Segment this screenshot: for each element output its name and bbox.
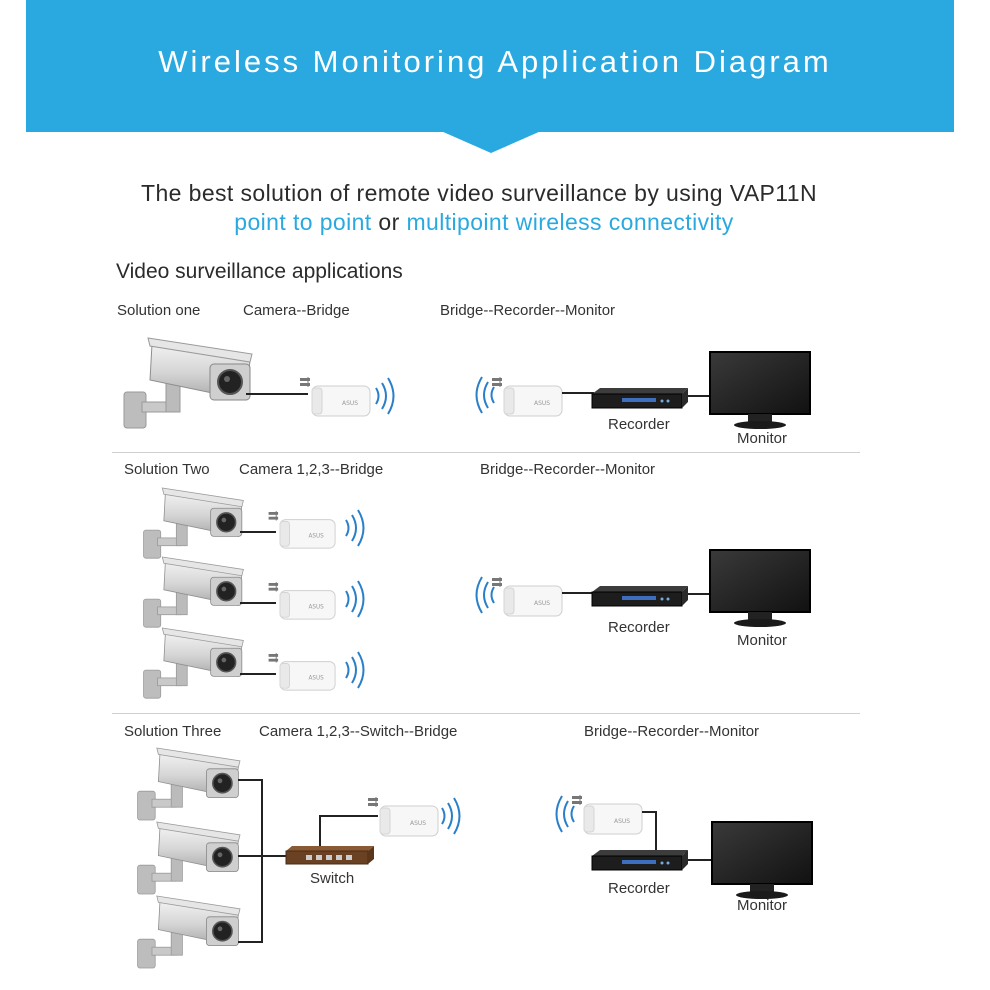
- recorder-label-2: Recorder: [608, 619, 670, 636]
- recorder-icon: [591, 585, 689, 607]
- monitor-icon: [709, 549, 811, 628]
- monitor-label-1: Monitor: [737, 430, 788, 447]
- headline-connector: or: [378, 209, 400, 235]
- switch-label: Switch: [310, 870, 355, 887]
- banner-notch: [441, 131, 541, 153]
- divider-1: [112, 452, 860, 453]
- camera-icon: [136, 747, 241, 821]
- page-title: Wireless Monitoring Application Diagram: [158, 44, 832, 79]
- solution-two-name: Solution Two: [124, 461, 210, 478]
- solution-one-name: Solution one: [117, 302, 201, 319]
- bridge-icon: [571, 794, 643, 835]
- headline-line-1: The best solution of remote video survei…: [141, 180, 817, 206]
- solution-three-right-label: Bridge--Recorder--Monitor: [584, 723, 760, 740]
- wifi-signal-icon: [345, 509, 365, 547]
- wifi-signal-icon: [345, 651, 365, 689]
- camera-icon: [136, 821, 241, 895]
- wifi-signal-icon: [375, 377, 395, 415]
- bridge-icon: [491, 576, 563, 617]
- camera-icon: [136, 895, 241, 969]
- camera-icon: [142, 487, 245, 559]
- headline-highlight-2: multipoint wireless connectivity: [406, 209, 734, 235]
- recorder-label-3: Recorder: [608, 880, 670, 897]
- solution-one-left-label: Camera--Bridge: [243, 302, 350, 319]
- wifi-signal-icon: [475, 576, 495, 614]
- header-banner: [26, 0, 954, 132]
- bridge-icon: [367, 796, 439, 837]
- monitor-icon: [709, 351, 811, 430]
- monitor-icon: [711, 821, 813, 900]
- camera-icon: [142, 556, 245, 628]
- divider-2: [112, 713, 860, 714]
- recorder-icon: [591, 387, 689, 409]
- bridge-icon: [268, 581, 336, 620]
- bridge-icon: [491, 376, 563, 417]
- wifi-signal-icon: [441, 797, 461, 835]
- solution-two-left-label: Camera 1,2,3--Bridge: [239, 461, 384, 478]
- wifi-signal-icon: [345, 580, 365, 618]
- camera-icon: [142, 627, 245, 699]
- recorder-label-1: Recorder: [608, 416, 670, 433]
- solution-three-left-label: Camera 1,2,3--Switch--Bridge: [259, 723, 458, 740]
- solution-two-right-label: Bridge--Recorder--Monitor: [480, 461, 656, 478]
- recorder-icon: [591, 849, 689, 871]
- wifi-signal-icon: [475, 376, 495, 414]
- monitor-label-2: Monitor: [737, 632, 788, 649]
- bridge-icon: [268, 652, 336, 691]
- bridge-icon: [299, 376, 371, 417]
- headline-highlight-1: point to point: [234, 209, 372, 235]
- bridge-icon: [268, 510, 336, 549]
- wifi-signal-icon: [555, 795, 575, 833]
- monitor-label-3: Monitor: [737, 897, 788, 914]
- solution-one-right-label: Bridge--Recorder--Monitor: [440, 302, 616, 319]
- switch-icon: [285, 845, 375, 865]
- solution-three-name: Solution Three: [124, 723, 222, 740]
- camera-icon: [123, 337, 253, 429]
- section-title: Video surveillance applications: [116, 260, 403, 283]
- headline-line-2: point to point or multipoint wireless co…: [0, 209, 968, 236]
